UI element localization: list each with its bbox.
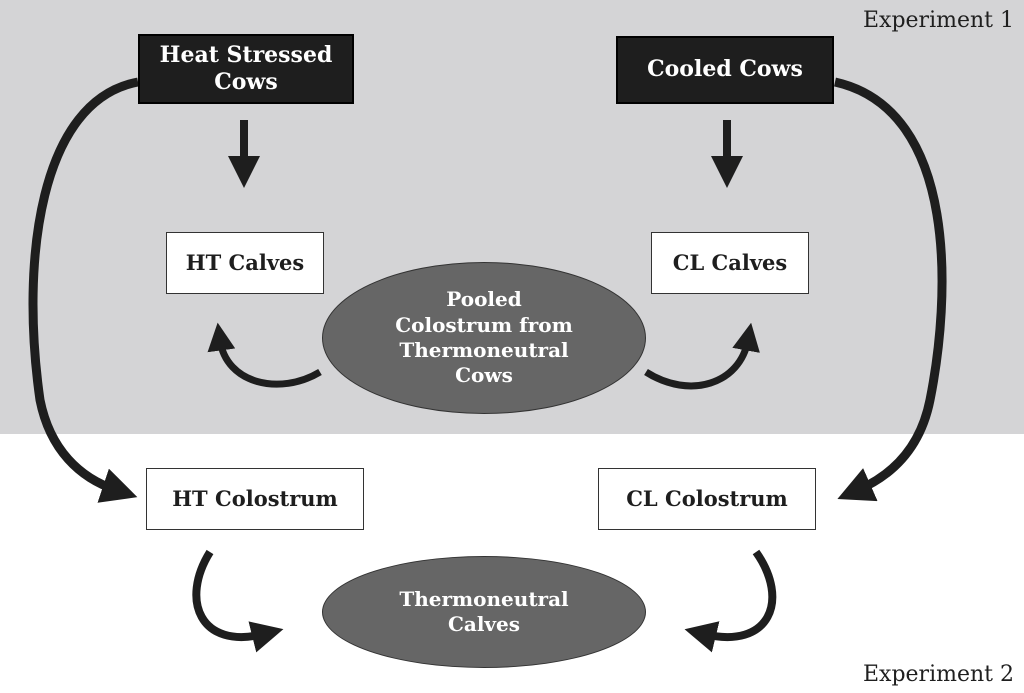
arrow-pooled-to-cl-calves	[644, 322, 760, 390]
cl-colostrum-label: CL Colostrum	[626, 485, 788, 511]
thermoneutral-calves-label: Thermoneutral Calves	[399, 586, 569, 636]
cl-calves-label: CL Calves	[672, 249, 788, 275]
arrow-cooled-to-cl-colostrum	[834, 77, 947, 502]
ht-colostrum-label: HT Colostrum	[172, 485, 338, 511]
pooled-colostrum-label: Pooled Colostrum from Thermoneutral Cows	[395, 287, 573, 388]
pooled-colostrum-oval: Pooled Colostrum from Thermoneutral Cows	[322, 262, 646, 414]
arrow-cl-colostrum-to-thermoneutral-calves	[684, 549, 777, 653]
cooled-cows-box: Cooled Cows	[616, 36, 834, 104]
experiment-1-label: Experiment 1	[862, 8, 1014, 33]
cl-calves-box: CL Calves	[651, 232, 809, 294]
thermoneutral-calves-oval: Thermoneutral Calves	[322, 556, 646, 668]
cooled-cows-label: Cooled Cows	[647, 56, 803, 83]
ht-colostrum-box: HT Colostrum	[146, 468, 364, 530]
arrow-heat-stressed-to-ht-colostrum	[28, 77, 139, 503]
heat-stressed-cows-label: Heat Stressed Cows	[159, 41, 333, 96]
cl-colostrum-box: CL Colostrum	[598, 468, 816, 530]
arrow-pooled-to-ht-calves	[207, 322, 322, 388]
experiment-2-label: Experiment 2	[862, 662, 1014, 687]
heat-stressed-cows-box: Heat Stressed Cows	[138, 34, 354, 104]
ht-calves-label: HT Calves	[185, 249, 305, 275]
ht-calves-box: HT Calves	[166, 232, 324, 294]
arrow-ht-colostrum-to-thermoneutral-calves	[192, 549, 284, 653]
